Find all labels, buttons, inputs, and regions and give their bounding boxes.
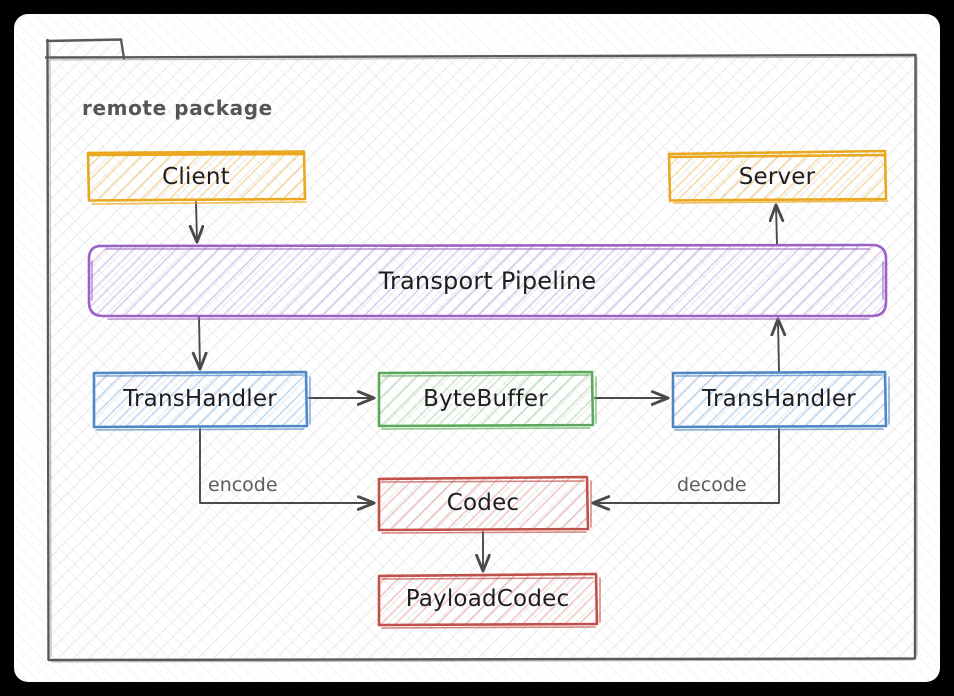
edges-layer (196, 201, 780, 570)
node-bytebuffer[interactable] (377, 370, 597, 430)
node-payloadcodec[interactable] (377, 572, 601, 629)
node-transhandler-left[interactable] (92, 370, 311, 431)
node-server[interactable] (667, 149, 889, 204)
node-transhandler-right[interactable] (671, 370, 890, 431)
node-codec[interactable] (377, 475, 592, 534)
package-frame-tab-fill (48, 39, 124, 58)
edge-transhandler-left-to-codec (199, 428, 373, 503)
node-client[interactable] (86, 150, 308, 205)
edge-pipeline-to-transhandler-left (199, 316, 200, 368)
edge-transhandler-right-to-pipeline (778, 320, 779, 372)
package-frame-body-fill (48, 54, 916, 661)
edge-client-to-pipeline (196, 201, 197, 241)
edge-pipeline-to-server (776, 206, 777, 245)
package-frame-tab-outline (45, 38, 126, 60)
package-frame-outline (44, 38, 917, 662)
node-transport-pipeline[interactable] (87, 243, 888, 320)
nodes-layer (86, 149, 890, 629)
package-frame-outline-sketch (49, 43, 918, 663)
edge-transhandler-right-to-codec (594, 428, 780, 503)
package-frame (44, 38, 918, 663)
